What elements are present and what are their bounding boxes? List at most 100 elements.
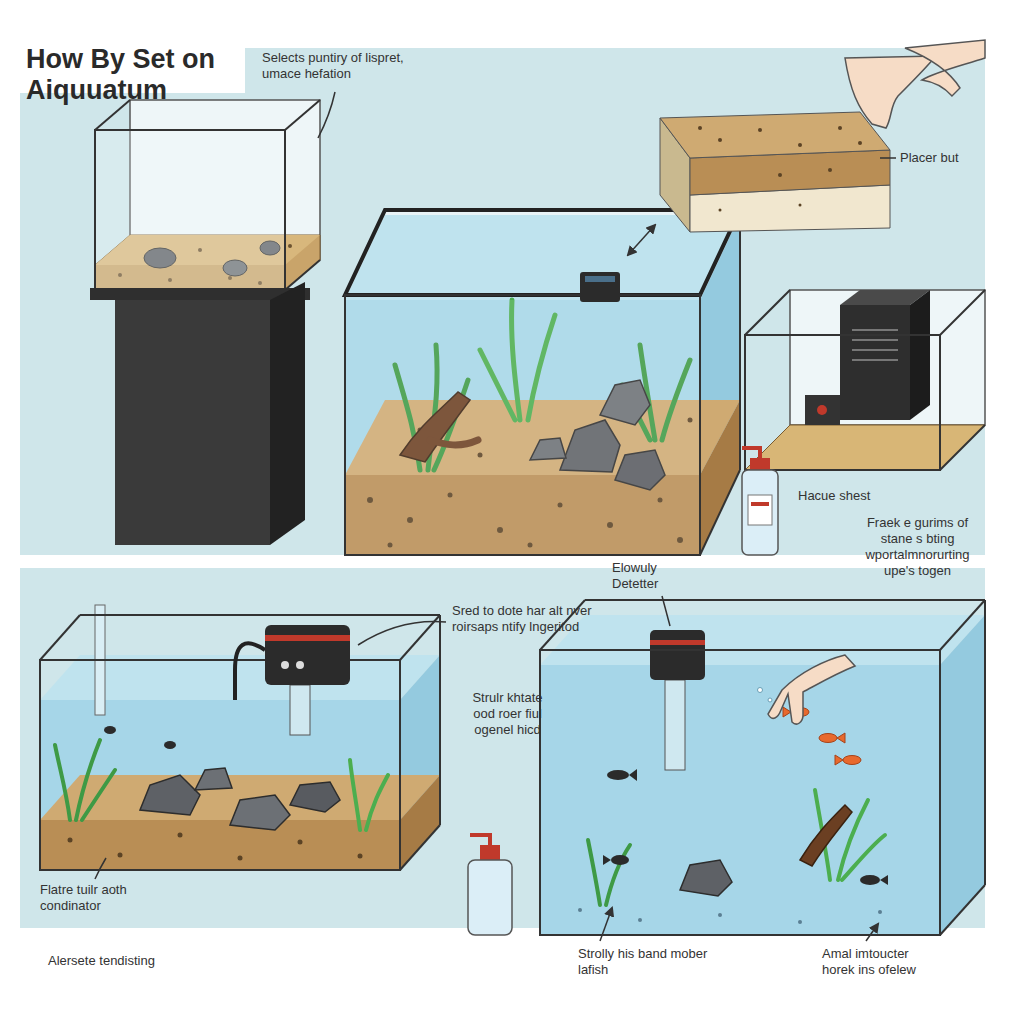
equipment-box xyxy=(852,359,898,361)
substrate-tray xyxy=(698,126,702,130)
double-arrow xyxy=(628,225,655,255)
note-label: Selects puntiry of lispret, umace hefati… xyxy=(262,50,412,82)
planted-tank xyxy=(345,210,740,555)
label-holder: Amal imtoucter horek ins ofelew xyxy=(822,946,942,978)
equipment-box xyxy=(852,329,898,331)
stocked-tank xyxy=(629,769,637,781)
filled-tank xyxy=(230,795,290,830)
equipment-box xyxy=(852,339,898,341)
page-title: How By Set on Aiquuatum xyxy=(26,44,241,106)
label-holder: Alersete tendisting xyxy=(48,953,208,969)
leader-line xyxy=(880,157,896,159)
empty-tank xyxy=(285,100,320,130)
filled-tank xyxy=(235,643,265,700)
substrate-tray xyxy=(838,126,842,130)
stocked-tank xyxy=(880,875,888,885)
planted-tank xyxy=(345,300,700,555)
stocked-tank xyxy=(540,665,940,935)
filled-tank xyxy=(350,760,388,830)
filled-tank xyxy=(55,740,115,820)
hands xyxy=(845,40,985,128)
stocked-tank xyxy=(860,875,880,885)
stocked-tank xyxy=(540,650,940,935)
background-panel xyxy=(20,93,985,555)
filled-tank xyxy=(290,782,340,812)
label-holder: Strolly his band mober lafish xyxy=(578,946,733,978)
stocked-tank xyxy=(665,680,685,770)
stocked-tank xyxy=(611,855,629,865)
planted-tank xyxy=(345,295,700,555)
equipment-box xyxy=(745,290,985,470)
hands xyxy=(905,40,985,96)
conditioner-bottle xyxy=(750,458,770,471)
label-holder: Fraek e gurims of stane s bting wportalm… xyxy=(855,515,980,579)
equipment-box xyxy=(940,425,985,470)
conditioner-bottle xyxy=(480,845,500,860)
planted-tank xyxy=(700,400,740,555)
filled-tank xyxy=(238,856,243,861)
filled-tank xyxy=(104,726,116,734)
stocked-tank xyxy=(603,769,888,885)
hands xyxy=(845,56,936,128)
label-holder: Selects puntiry of lispret, umace hefati… xyxy=(262,50,412,82)
title-holder: How By Set on Aiquuatum xyxy=(26,44,241,106)
note-label: Elowuly Detetter xyxy=(612,560,687,592)
conditioner-bottle xyxy=(742,470,778,555)
stocked-tank xyxy=(940,615,985,935)
leader-line xyxy=(318,92,335,138)
filled-tank xyxy=(298,840,303,845)
label-holder: Strulr khtate ood roer fiul ogenel hicd xyxy=(460,690,555,738)
note-label: Strulr khtate ood roer fiul ogenel hicd xyxy=(460,690,555,738)
stocked-tank xyxy=(837,733,845,743)
stocked-tank xyxy=(650,630,705,680)
stocked-tank xyxy=(878,910,882,914)
substrate-tray xyxy=(718,138,722,142)
note-label: Hacue shest xyxy=(798,488,888,504)
note-label: Sred to dote har alt nver roirsaps ntify… xyxy=(452,603,627,635)
stocked-tank xyxy=(578,908,882,924)
note-label: Placer but xyxy=(900,150,980,166)
stocked-tank xyxy=(835,755,843,765)
stocked-tank xyxy=(984,600,986,885)
equipment-box xyxy=(790,290,985,425)
tank-stand xyxy=(115,300,270,545)
stocked-tank xyxy=(638,918,642,922)
tank-stand xyxy=(90,282,310,545)
tank-stand xyxy=(270,282,305,545)
label-holder: Elowuly Detetter xyxy=(612,560,687,592)
filled-tank xyxy=(439,615,441,825)
filled-tank xyxy=(358,854,363,859)
substrate-tray xyxy=(660,112,890,158)
stocked-tank xyxy=(540,600,985,935)
equipment-box xyxy=(745,290,790,335)
planted-tank xyxy=(739,210,741,470)
stocked-tank xyxy=(603,855,611,865)
stocked-tank xyxy=(768,655,855,724)
stocked-tank xyxy=(940,600,985,650)
empty-tank xyxy=(95,100,320,290)
stocked-tank xyxy=(607,770,629,780)
note-label: Fraek e gurims of stane s bting wportalm… xyxy=(855,515,980,579)
substrate-tray xyxy=(798,143,802,147)
stocked-tank xyxy=(768,698,772,702)
filled-tank xyxy=(400,775,440,870)
note-label: Flatre tuilr aoth condinator xyxy=(40,882,140,914)
filled-tank xyxy=(178,833,183,838)
stocked-tank xyxy=(843,756,861,765)
filled-tank xyxy=(265,635,350,641)
conditioner-bottle xyxy=(468,835,512,935)
note-label: Alersete tendisting xyxy=(48,953,208,969)
empty-tank xyxy=(95,130,285,290)
filled-tank xyxy=(164,741,176,749)
leader-line xyxy=(662,596,670,626)
filled-tank xyxy=(290,685,310,735)
planted-tank xyxy=(700,470,740,555)
equipment-box xyxy=(940,290,985,335)
stocked-tank xyxy=(680,860,732,896)
label-holder: Placer but xyxy=(900,150,980,166)
filled-tank xyxy=(400,825,440,870)
label-holder: Sred to dote har alt nver roirsaps ntify… xyxy=(452,603,627,635)
conditioner-bottle xyxy=(470,835,490,845)
